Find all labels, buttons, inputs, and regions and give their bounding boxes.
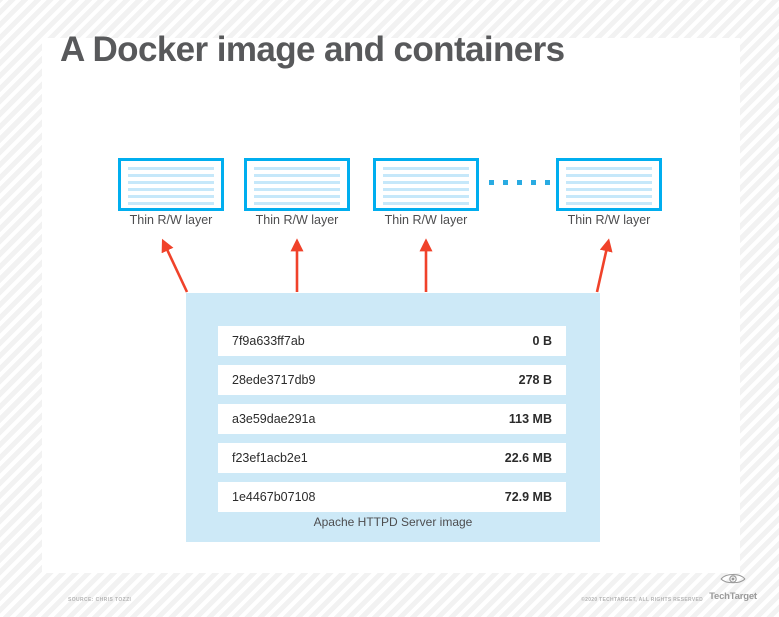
container-line: [566, 174, 652, 177]
container-line: [128, 195, 214, 198]
layer-list: 7f9a633ff7ab 0 B 28ede3717db9 278 B a3e5…: [218, 326, 566, 521]
source-credit: SOURCE: CHRIS TOZZI: [68, 597, 132, 603]
container-label-2: Thin R/W layer: [255, 213, 339, 227]
layer-row[interactable]: 7f9a633ff7ab 0 B: [218, 326, 566, 356]
ellipsis-dot: [531, 180, 536, 185]
layer-id: a3e59dae291a: [232, 412, 316, 426]
copyright-notice: ©2020 TECHTARGET, ALL RIGHTS RESERVED: [581, 597, 703, 603]
container-line: [566, 195, 652, 198]
layer-id: 1e4467b07108: [232, 490, 316, 504]
container-line: [128, 167, 214, 170]
image-panel-caption: Apache HTTPD Server image: [313, 515, 473, 529]
arrow-to-container-1: [161, 238, 189, 293]
layer-row[interactable]: a3e59dae291a 113 MB: [218, 404, 566, 434]
eye-icon: [720, 573, 746, 584]
container-line: [383, 202, 469, 205]
layer-id: f23ef1acb2e1: [232, 451, 308, 465]
container-line: [566, 188, 652, 191]
container-box-3[interactable]: [373, 158, 479, 211]
ellipsis-dot: [545, 180, 550, 185]
container-line: [254, 195, 340, 198]
ellipsis-dot: [517, 180, 522, 185]
container-label-1: Thin R/W layer: [129, 213, 213, 227]
container-box-1[interactable]: [118, 158, 224, 211]
container-line: [128, 188, 214, 191]
container-line: [128, 174, 214, 177]
layer-row[interactable]: f23ef1acb2e1 22.6 MB: [218, 443, 566, 473]
page-title: A Docker image and containers: [60, 30, 565, 69]
techtarget-logo: TechTarget: [705, 572, 761, 604]
layer-id: 28ede3717db9: [232, 373, 316, 387]
container-label-4: Thin R/W layer: [567, 213, 651, 227]
container-line: [254, 202, 340, 205]
container-line: [254, 167, 340, 170]
layer-row[interactable]: 28ede3717db9 278 B: [218, 365, 566, 395]
ellipsis-dots: [489, 180, 550, 185]
container-line: [254, 181, 340, 184]
container-line: [383, 181, 469, 184]
container-line: [383, 174, 469, 177]
arrow-to-container-4: [595, 238, 613, 293]
layer-size: 22.6 MB: [504, 451, 552, 465]
layer-id: 7f9a633ff7ab: [232, 334, 305, 348]
container-box-2[interactable]: [244, 158, 350, 211]
container-line: [566, 181, 652, 184]
container-line: [383, 195, 469, 198]
ellipsis-dot: [503, 180, 508, 185]
container-line: [383, 167, 469, 170]
container-line: [566, 167, 652, 170]
ellipsis-dot: [489, 180, 494, 185]
docker-image-panel: 7f9a633ff7ab 0 B 28ede3717db9 278 B a3e5…: [186, 293, 600, 542]
container-line: [254, 174, 340, 177]
container-label-3: Thin R/W layer: [384, 213, 468, 227]
container-line: [566, 202, 652, 205]
techtarget-wordmark: TechTarget: [709, 591, 757, 602]
layer-size: 113 MB: [508, 412, 552, 426]
container-box-4[interactable]: [556, 158, 662, 211]
container-line: [128, 181, 214, 184]
layer-size: 278 B: [518, 373, 552, 387]
layer-row[interactable]: 1e4467b07108 72.9 MB: [218, 482, 566, 512]
layer-size: 72.9 MB: [504, 490, 552, 504]
container-line: [383, 188, 469, 191]
container-line: [254, 188, 340, 191]
container-line: [128, 202, 214, 205]
layer-size: 0 B: [532, 334, 552, 348]
